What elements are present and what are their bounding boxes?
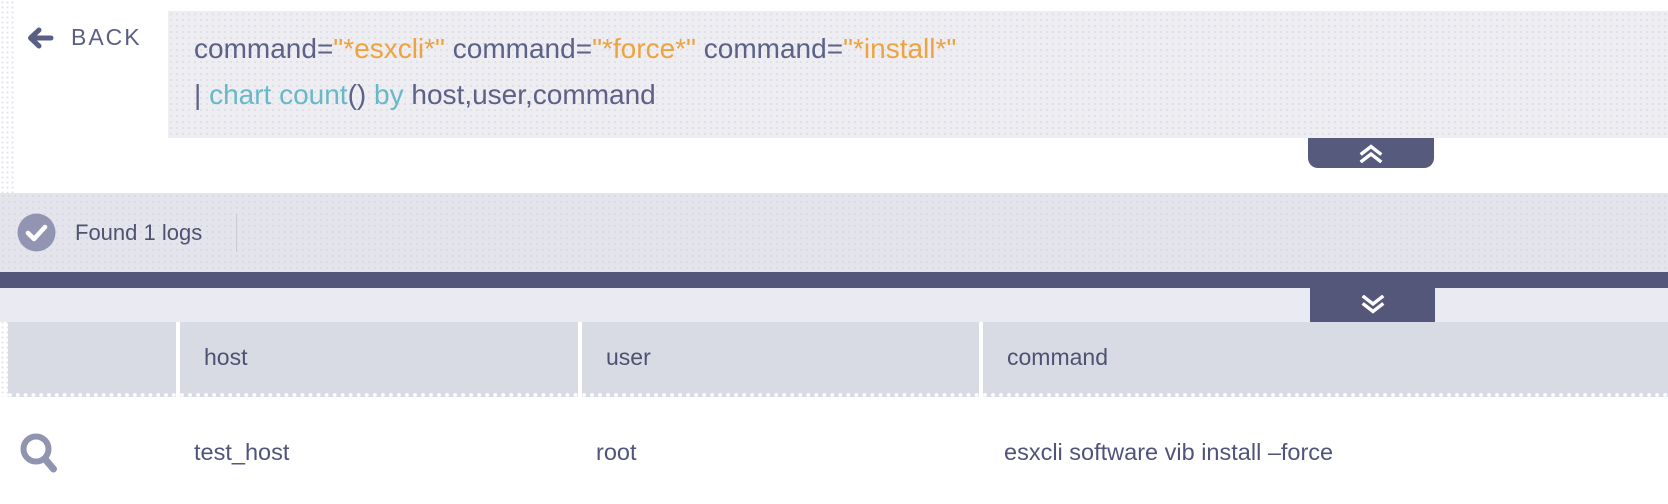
query-token: chart count [209,79,348,110]
search-status-bar: Found 1 logs [0,193,1668,272]
back-button[interactable]: BACK [26,24,142,51]
column-header-user[interactable]: user [582,322,979,397]
query-token: command= [703,33,844,64]
query-token: command= [452,33,593,64]
query-token: () [347,79,367,110]
column-header-actions [8,322,176,397]
table-row[interactable]: test_host root esxcli software vib insta… [0,397,1668,504]
query-token: by [366,79,412,110]
chevrons-down-icon [1360,295,1386,315]
query-token: | [194,79,210,110]
query-token: host,user,command [411,79,656,110]
results-table-header: host user command [0,322,1668,397]
status-message: Found 1 logs [75,219,203,245]
chevrons-up-icon [1358,143,1384,163]
collapse-results-button[interactable] [1310,288,1435,322]
check-circle-icon [17,213,56,252]
column-header-host[interactable]: host [180,322,578,397]
cell-host: test_host [194,439,290,465]
query-token: "*esxcli*" [333,33,453,64]
query-token: command= [194,33,334,64]
collapse-query-button[interactable] [1308,138,1434,168]
separator-bar [0,272,1668,288]
arrow-left-icon [26,25,54,51]
query-token: "*install*" [843,33,957,64]
query-line-2: | chart count() by host,user,command [194,72,1648,118]
cell-command: esxcli software vib install –force [1004,439,1334,465]
query-line-1: command="*esxcli*" command="*force*" com… [194,26,1648,72]
column-header-command[interactable]: command [983,322,1668,397]
magnifier-icon[interactable] [20,433,60,479]
back-label: BACK [71,24,142,50]
cell-user: root [596,439,637,465]
query-input[interactable]: command="*esxcli*" command="*force*" com… [168,11,1668,138]
query-token: "*force*" [592,33,704,64]
status-divider [236,213,238,252]
